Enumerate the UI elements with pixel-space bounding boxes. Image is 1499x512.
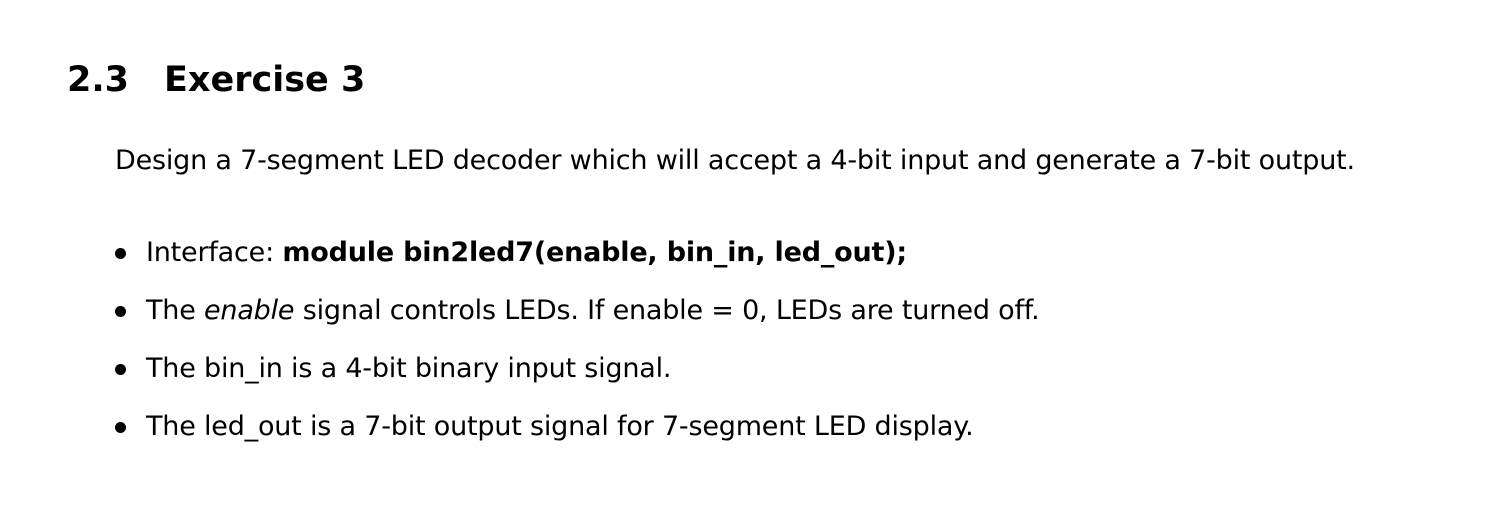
list-item-text: Interface: module bin2led7(enable, bin_i…	[146, 236, 907, 270]
section-heading: 2.3 Exercise 3	[67, 58, 365, 102]
list-item-text: The enable signal controls LEDs. If enab…	[146, 294, 1040, 328]
module-signature: module bin2led7(enable, bin_in, led_out)…	[282, 237, 907, 268]
bullet-icon	[115, 422, 126, 433]
list-item-text: The bin_in is a 4-bit binary input signa…	[146, 353, 672, 384]
intro-paragraph: Design a 7-segment LED decoder which wil…	[115, 145, 1355, 176]
interface-label: Interface:	[146, 237, 283, 268]
list-item-text: The led_out is a 7-bit output signal for…	[146, 411, 974, 442]
enable-emphasis: enable	[204, 295, 295, 326]
bullet-icon	[115, 364, 126, 375]
enable-text-before: The	[146, 295, 204, 326]
bullet-icon	[115, 306, 126, 317]
section-title: Exercise 3	[164, 60, 366, 100]
bullet-icon	[115, 248, 126, 259]
section-number: 2.3	[67, 60, 130, 100]
enable-text-after: signal controls LEDs. If enable = 0, LED…	[294, 295, 1040, 326]
